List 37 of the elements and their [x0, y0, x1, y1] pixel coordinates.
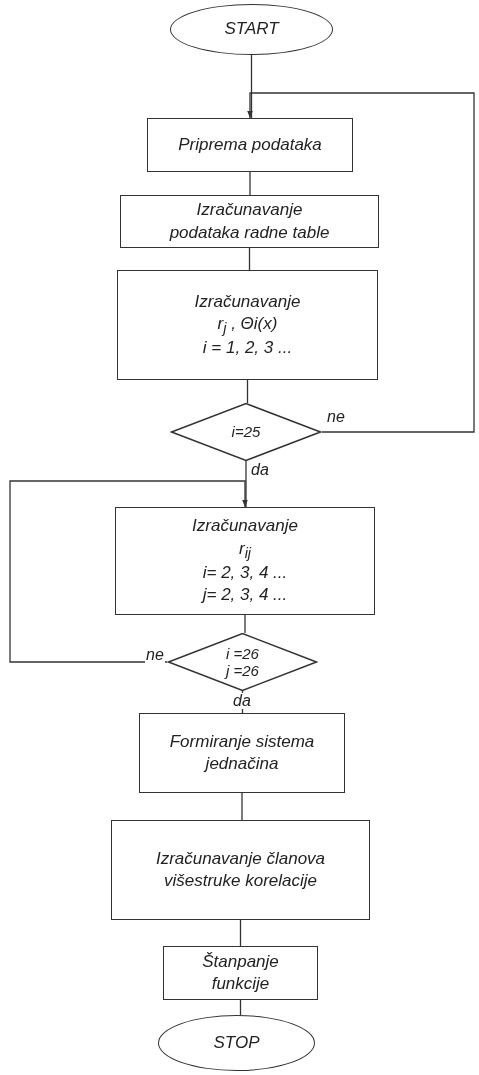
- node-text: r$_{j}$ , Θi(x): [217, 312, 278, 338]
- process-box: [115, 507, 375, 615]
- node-text: STOP: [213, 1031, 260, 1054]
- process-box: [111, 820, 370, 920]
- node-text: j= 2, 3, 4 ...: [202, 584, 288, 607]
- node-text: r$_{ij}$: [239, 537, 251, 563]
- node-text: Priprema podataka: [178, 133, 322, 156]
- connector-line: [241, 690, 244, 714]
- node-text: i=25: [231, 423, 261, 441]
- connector-line: [250, 54, 253, 119]
- connector-line: [246, 379, 249, 404]
- process-box: [117, 270, 378, 380]
- connector-line: [245, 460, 247, 508]
- node-text: i = 1, 2, 3 ...: [202, 337, 293, 360]
- process-box: [139, 713, 345, 793]
- connector-line: [247, 92, 475, 433]
- connector-line: [249, 171, 251, 196]
- node-text: Štanpanje funkcije: [201, 950, 280, 995]
- node-text: Formiranje sistema jednačina: [168, 730, 316, 775]
- process-box: [120, 195, 379, 248]
- node-text: Izračunavanje: [192, 515, 298, 538]
- node-text: j =26: [226, 662, 259, 680]
- node-text: i= 2, 3, 4 ...: [202, 562, 288, 585]
- process-box: [147, 118, 353, 172]
- connector-line: [248, 247, 251, 271]
- process-box: [163, 946, 318, 1000]
- node-text: Izračunavanje: [194, 290, 301, 313]
- edge-label: da: [250, 462, 270, 478]
- edge-label: da: [232, 693, 252, 709]
- node-text: START: [224, 18, 279, 41]
- connector-line: [241, 792, 243, 821]
- node-text: Izračunavanje podataka radne table: [168, 199, 331, 244]
- connector-line: [244, 614, 246, 634]
- connector-line: [239, 919, 242, 947]
- node-text: i =26: [226, 644, 259, 662]
- connector-line: [9, 480, 248, 663]
- node-text: Izračunavanje članova višestruke korelacije: [154, 847, 327, 892]
